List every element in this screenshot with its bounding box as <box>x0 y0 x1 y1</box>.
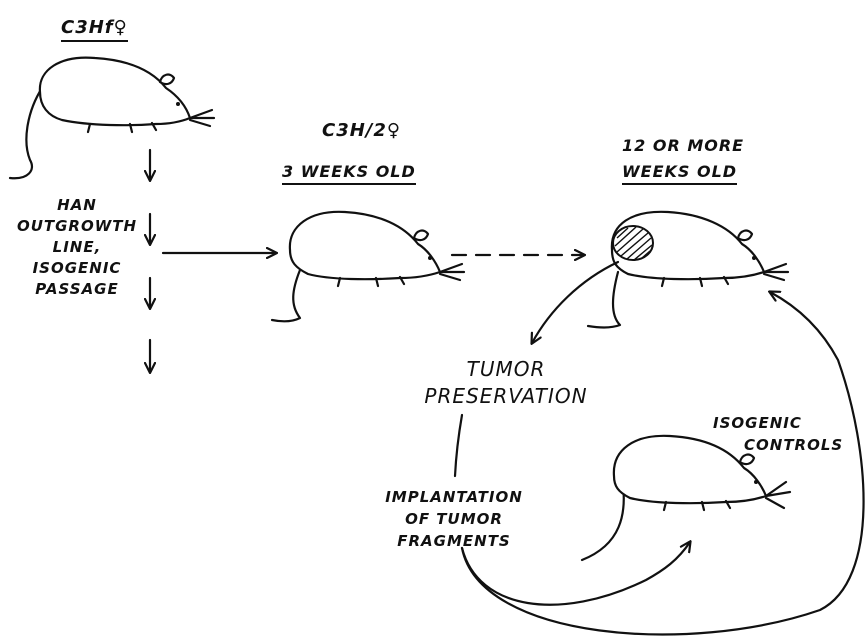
implantation-label: IMPLANTATION OF TUMOR FRAGMENTS <box>370 486 538 552</box>
host-age-label-line2: WEEKS OLD <box>622 164 737 185</box>
tumor-preservation-label: TUMOR PRESERVATION <box>410 356 602 410</box>
outgrowth-line2: OUTGROWTH <box>6 216 148 237</box>
tumor-host-mouse-illustration <box>588 212 788 328</box>
outgrowth-line4: ISOGENIC <box>6 258 148 279</box>
outgrowth-line1: HAN <box>6 195 148 216</box>
preservation-to-implantation-line <box>455 415 462 476</box>
preservation-arrow <box>532 262 618 343</box>
preservation-line1: TUMOR <box>410 356 602 383</box>
donor-mouse-illustration <box>10 58 214 179</box>
recipient-strain-label: C3H/2♀ <box>322 122 401 140</box>
outgrowth-line-label: HAN OUTGROWTH LINE, ISOGENIC PASSAGE <box>6 195 148 300</box>
donor-strain-label: C3Hf♀ <box>61 19 128 42</box>
implantation-line2: OF TUMOR <box>370 508 538 530</box>
outgrowth-line3: LINE, <box>6 237 148 258</box>
preservation-line2: PRESERVATION <box>410 383 602 410</box>
recipient-mouse-illustration <box>272 212 464 321</box>
control-mouse-illustration <box>582 436 790 560</box>
controls-line2: CONTROLS <box>744 438 843 453</box>
host-age-label-line1: 12 OR MORE <box>622 138 744 154</box>
controls-line1: ISOGENIC <box>713 416 802 431</box>
recipient-age-label: 3 WEEKS OLD <box>282 164 416 185</box>
implantation-line1: IMPLANTATION <box>370 486 538 508</box>
outgrowth-line5: PASSAGE <box>6 279 148 300</box>
implantation-line3: FRAGMENTS <box>370 530 538 552</box>
